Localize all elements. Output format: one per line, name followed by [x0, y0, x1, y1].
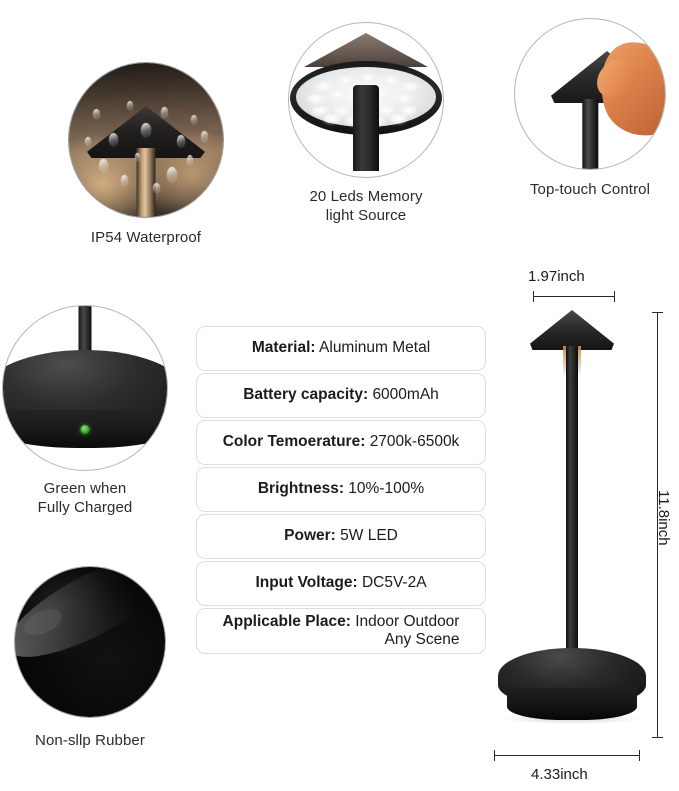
dimension-label-base-width: 4.33inch	[531, 766, 588, 783]
top-touch-control-image	[514, 18, 666, 170]
spec-row: Power: 5W LED	[196, 514, 486, 559]
water-droplet	[85, 137, 91, 146]
water-droplet	[153, 183, 160, 193]
led-dot	[396, 95, 412, 103]
led-dot	[330, 91, 346, 99]
led-light-source-caption: 20 Leds Memory light Source	[309, 188, 423, 224]
led-dot	[360, 75, 376, 83]
spec-value: 5W LED	[340, 527, 398, 545]
water-droplet	[141, 123, 151, 137]
spec-row: Brightness: 10%-100%	[196, 467, 486, 512]
spec-key: Battery capacity:	[243, 386, 369, 404]
lamp-stem-shape	[566, 346, 578, 658]
water-droplet	[201, 131, 208, 142]
water-droplet	[187, 155, 193, 165]
spec-row: Battery capacity: 6000mAh	[196, 373, 486, 418]
dimension-line-base	[494, 755, 640, 756]
charge-indicator-caption: Green when Fully Charged	[37, 480, 133, 516]
spec-key: Color Temoerature:	[222, 433, 366, 451]
spec-row: Material: Aluminum Metal	[196, 326, 486, 371]
led-dot	[334, 107, 350, 115]
spec-row: Color Temoerature: 2700k-6500k	[196, 420, 486, 465]
led-dot	[308, 95, 324, 103]
lamp-base-ring-shape	[507, 688, 637, 720]
spec-key: Material:	[251, 339, 316, 357]
lamp-shade-shape	[530, 310, 614, 350]
water-droplet	[127, 101, 133, 110]
led-dot	[400, 107, 416, 115]
water-droplet	[161, 107, 168, 118]
feature-top-touch-control: Top-touch Control	[514, 18, 666, 200]
dimension-label-top-width: 1.97inch	[528, 268, 585, 285]
green-charge-led-icon	[80, 425, 90, 434]
water-droplet	[109, 133, 118, 146]
lamp-drop-shadow	[502, 714, 642, 724]
feature-charge-indicator: Green when Fully Charged	[2, 305, 168, 518]
ip54-waterproof-caption: IP54 Waterproof	[90, 229, 202, 246]
water-droplet	[93, 109, 100, 119]
specifications-table: Material: Aluminum Metal Battery capacit…	[196, 326, 486, 656]
led-dot	[338, 77, 354, 85]
top-touch-control-caption: Top-touch Control	[529, 181, 651, 198]
dimension-cap	[652, 312, 663, 313]
feature-led-light-source: 20 Leds Memory light Source	[288, 22, 444, 226]
non-slip-rubber-image	[14, 566, 166, 718]
dimension-label-height: 11.8inch	[655, 490, 672, 546]
lamp-stem-shape	[78, 306, 92, 358]
charge-indicator-image	[2, 305, 168, 471]
feature-ip54-waterproof: IP54 Waterproof	[68, 62, 224, 248]
spec-value: DC5V-2A	[361, 574, 427, 592]
dimension-line-top	[533, 296, 615, 297]
dimension-line-height	[657, 312, 658, 737]
led-dot	[374, 91, 390, 99]
ip54-waterproof-image	[68, 62, 224, 218]
water-droplet	[167, 167, 177, 182]
dimension-cap	[652, 737, 663, 738]
spec-value: Aluminum Metal	[319, 339, 431, 357]
dimension-cap	[494, 750, 495, 761]
dimension-cap	[614, 291, 615, 302]
spec-key: Brightness:	[257, 480, 344, 498]
lamp-stem-shape	[582, 99, 599, 169]
spec-key: Applicable Place:	[222, 612, 351, 630]
dimension-cap	[533, 291, 534, 302]
lamp-stem-shape	[353, 85, 379, 171]
led-dot	[312, 107, 328, 115]
spec-value: 2700k-6500k	[369, 433, 460, 451]
feature-non-slip-rubber: Non-sllp Rubber	[14, 566, 166, 751]
spec-row: Input Voltage: DC5V-2A	[196, 561, 486, 606]
led-dot	[390, 115, 406, 123]
led-light-source-image	[288, 22, 444, 178]
spec-value: 10%-100%	[348, 480, 425, 498]
water-droplet	[121, 175, 128, 186]
lamp-stem-shape	[136, 147, 156, 217]
led-dot	[324, 115, 340, 123]
led-dot	[382, 77, 398, 85]
product-lamp-image	[492, 296, 652, 746]
water-droplet	[99, 159, 108, 172]
spec-key: Power:	[284, 527, 336, 545]
led-dot	[402, 83, 418, 91]
dimension-cap	[639, 750, 640, 761]
non-slip-rubber-caption: Non-sllp Rubber	[35, 732, 145, 749]
spec-key: Input Voltage:	[255, 574, 358, 592]
led-dot	[378, 107, 394, 115]
water-droplet	[191, 115, 197, 124]
rubber-surface	[15, 567, 165, 717]
water-droplet	[177, 135, 185, 147]
led-dot	[316, 83, 332, 91]
spec-value: 6000mAh	[372, 386, 439, 404]
water-droplet	[135, 153, 140, 161]
